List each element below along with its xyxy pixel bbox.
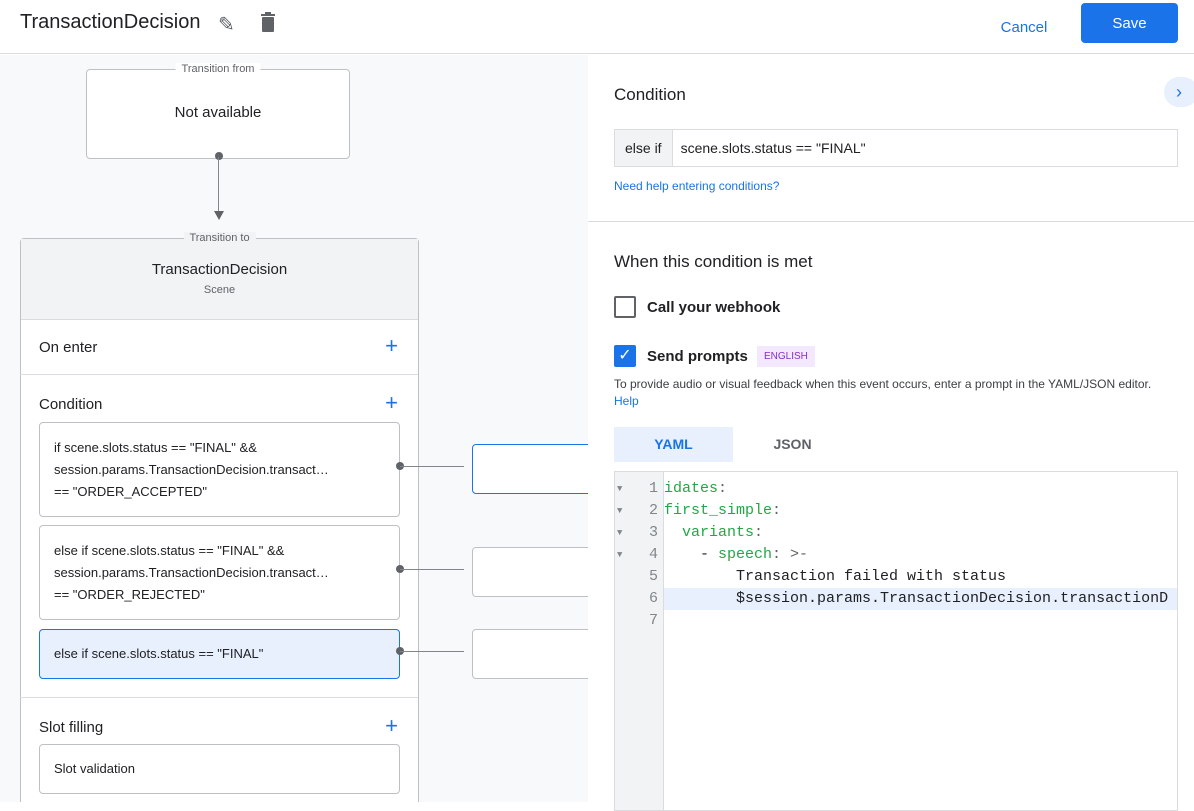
transition-to-legend: Transition to (183, 232, 256, 244)
collapse-panel-icon[interactable]: › (1164, 77, 1194, 107)
fold-icon[interactable]: ▼ (617, 528, 623, 538)
divider (588, 221, 1194, 222)
line-number: 7 (649, 612, 659, 629)
add-condition-icon[interactable]: + (385, 390, 398, 415)
connector-dot (215, 152, 223, 160)
help-link[interactable]: Help (614, 394, 639, 408)
prompt-hint: To provide audio or visual feedback when… (614, 377, 1152, 408)
code-line: ▼ 4 - speech: >- (615, 544, 1177, 566)
scene-header: Transition to TransactionDecision Scene (21, 232, 418, 320)
add-on-enter-icon[interactable]: + (385, 333, 398, 358)
line-number: 1 (649, 480, 659, 497)
save-button[interactable]: Save (1081, 3, 1178, 43)
code-text: - speech: >- (664, 546, 809, 563)
condition-input[interactable]: else if scene.slots.status == "FINAL" (614, 129, 1178, 167)
scene-box: Transition to TransactionDecision Scene (20, 232, 419, 802)
connector-line (218, 157, 219, 211)
met-title: When this condition is met (614, 252, 813, 271)
condition-panel: › Condition else if scene.slots.status =… (588, 55, 1194, 811)
arrow-head (214, 211, 224, 220)
condition-value[interactable]: scene.slots.status == "FINAL" (680, 140, 866, 156)
code-text: idates: (664, 480, 728, 497)
condition-item[interactable]: if scene.slots.status == "FINAL" &&sessi… (39, 422, 400, 517)
condition-prefix: else if (615, 130, 673, 166)
webhook-checkbox[interactable] (614, 296, 636, 318)
tab-json[interactable]: JSON (773, 436, 812, 452)
flow-canvas: Transition from Not available Transition… (0, 55, 588, 802)
connector-line (400, 651, 464, 652)
language-badge: ENGLISH (757, 346, 815, 367)
code-line: ▼ 1 idates: (615, 478, 1177, 500)
condition-item-selected[interactable]: else if scene.slots.status == "FINAL" (39, 629, 400, 679)
code-line: 7 (615, 610, 1177, 632)
target-box[interactable] (472, 444, 588, 494)
condition-label: Condition (39, 396, 103, 413)
connector-line (400, 569, 464, 570)
condition-title: Condition (614, 85, 686, 104)
target-box[interactable] (472, 629, 588, 679)
slot-filling-section: Slot filling + (20, 699, 418, 799)
webhook-label: Call your webhook (647, 299, 781, 316)
code-line: 6 $session.params.TransactionDecision.tr… (649, 588, 1177, 610)
line-number: 5 (649, 568, 659, 585)
code-line: ▼ 3 variants: (615, 522, 1177, 544)
code-text: $session.params.TransactionDecision.tran… (664, 590, 1169, 607)
delete-icon[interactable] (260, 12, 276, 32)
code-line: ▼ 2 first_simple: (615, 500, 1177, 522)
code-text: first_simple: (664, 502, 782, 519)
code-text: Transaction failed with status (664, 568, 1007, 585)
line-number: 6 (649, 590, 659, 607)
header: TransactionDecision ✎ Cancel Save (0, 0, 1194, 54)
condition-section: Condition + (20, 376, 418, 698)
on-enter-section[interactable]: On enter + (20, 319, 418, 375)
fold-icon[interactable]: ▼ (617, 484, 623, 494)
fold-icon[interactable]: ▼ (617, 550, 623, 560)
target-box[interactable] (472, 547, 588, 597)
condition-item[interactable]: else if scene.slots.status == "FINAL" &&… (39, 525, 400, 620)
connector-line (400, 466, 464, 467)
scene-name: TransactionDecision (151, 261, 288, 278)
scene-type: Scene (203, 284, 236, 296)
line-number: 3 (649, 524, 659, 541)
code-editor[interactable]: ▼ 1 idates: ▼ 2 first_simple: ▼ 3 variants: ▼ 4 -… (614, 471, 1178, 811)
help-conditions-link[interactable]: Need help entering conditions? (614, 179, 780, 193)
code-line: 5 Transaction failed with status (615, 566, 1177, 588)
page-title: TransactionDecision (20, 11, 201, 33)
fold-icon[interactable]: ▼ (617, 506, 623, 516)
cancel-button[interactable]: Cancel (985, 12, 1063, 42)
editor-gutter (615, 472, 664, 810)
slot-filling-label: Slot filling (39, 719, 104, 736)
transition-from-legend: Transition from (175, 63, 261, 75)
line-number: 4 (649, 546, 659, 563)
transition-from-box: Transition from Not available (86, 63, 350, 159)
prompts-checkbox[interactable]: ✓ (614, 345, 636, 367)
line-number: 2 (649, 502, 659, 519)
add-slot-icon[interactable]: + (385, 713, 398, 738)
code-text: variants: (682, 524, 764, 541)
edit-icon[interactable]: ✎ (218, 14, 235, 36)
transition-from-value: Not available (174, 104, 262, 121)
prompts-label: Send prompts (647, 348, 748, 365)
tab-yaml[interactable]: YAML (614, 427, 733, 462)
slot-validation-item[interactable]: Slot validation (39, 744, 400, 794)
on-enter-label: On enter (39, 339, 98, 356)
